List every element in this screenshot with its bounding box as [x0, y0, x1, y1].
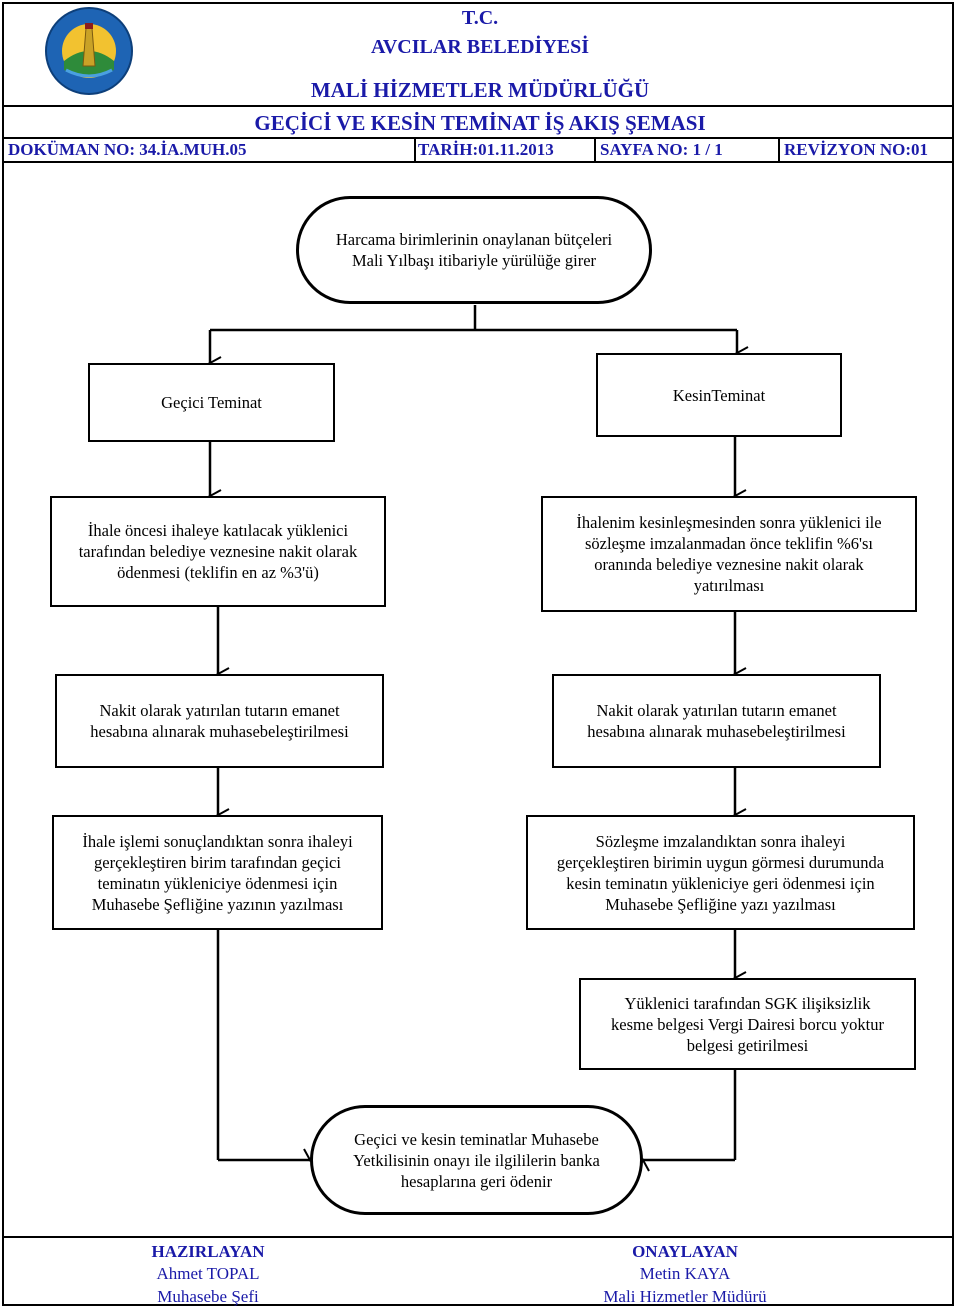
end-text: Geçici ve kesin teminatlar Muhasebe [354, 1129, 599, 1149]
right-step-2-line: Nakit olarak yatırılan tutarın emanet [596, 701, 837, 720]
approved-title: ONAYLAYAN [632, 1242, 738, 1261]
gecici-teminat-box: Geçici Teminat [88, 363, 335, 442]
right-step-1-line: oranında belediye veznesine nakit olarak [594, 555, 864, 574]
right-step-3-line: kesin teminatın yükleniciye geri ödenmes… [566, 873, 875, 893]
end-terminal: Geçici ve kesin teminatlar Muhasebe Yetk… [310, 1105, 643, 1215]
right-step-1-line: sözleşme imzalanmadan önce teklifin %6's… [585, 534, 873, 553]
footer-divider [2, 1236, 954, 1238]
municipality-logo [44, 6, 134, 96]
right-step-1-line: yatırılması [693, 576, 765, 595]
page-number: SAYFA NO: 1 / 1 [600, 140, 723, 159]
meta-divider [778, 137, 780, 163]
right-step-4: Yüklenici tarafından SGK ilişiksizlik ke… [579, 978, 916, 1070]
doc-date: TARİH:01.11.2013 [418, 140, 554, 159]
end-text: hesaplarına geri ödenir [400, 1171, 553, 1191]
end-text: Yetkilisinin onayı ile ilgililerin banka [353, 1150, 600, 1170]
right-step-4-line: kesme belgesi Vergi Dairesi borcu yoktur [611, 1014, 884, 1034]
right-step-3-line: Sözleşme imzalandıktan sonra ihaleyi [595, 831, 846, 851]
right-step-3-line: Muhasebe Şefliğine yazı yazılması [605, 894, 836, 914]
right-step-2-line: hesabına alınarak muhasebeleştirilmesi [587, 722, 846, 741]
left-step-1-line: ödenmesi (teklifin en az %3'ü) [117, 563, 319, 582]
right-step-2: Nakit olarak yatırılan tutarın emanet he… [552, 674, 881, 768]
left-step-1-line: İhale öncesi ihaleye katılacak yüklenici [87, 521, 349, 540]
right-step-3: Sözleşme imzalandıktan sonra ihaleyi ger… [526, 815, 915, 930]
doc-number: DOKÜMAN NO: 34.İA.MUH.05 [8, 140, 247, 159]
header-municipality: AVCILAR BELEDİYESİ [370, 36, 590, 58]
start-text: Harcama birimlerinin onaylanan bütçeleri [335, 230, 613, 249]
gecici-teminat-label: Geçici Teminat [161, 393, 262, 412]
right-step-3-line: gerçekleştiren birimin uygun görmesi dur… [556, 852, 885, 872]
kesin-teminat-label: KesinTeminat [672, 385, 766, 405]
left-step-3-line: İhale işlemi sonuçlandıktan sonra ihaley… [82, 831, 353, 851]
start-text: Mali Yılbaşı itibariyle yürülüğe girer [351, 251, 597, 270]
left-step-3-line: gerçekleştiren birim tarafından geçici [94, 852, 341, 872]
right-step-1: İhalenim kesinleşmesinden sonra yüklenic… [541, 496, 917, 612]
right-step-4-line: Yüklenici tarafından SGK ilişiksizlik [624, 993, 871, 1013]
left-step-3-line: Muhasebe Şefliğine yazının yazılması [91, 894, 344, 914]
left-step-1: İhale öncesi ihaleye katılacak yüklenici… [50, 496, 386, 607]
meta-top-rule [2, 137, 954, 139]
right-step-4-line: belgesi getirilmesi [686, 1035, 809, 1055]
left-step-3: İhale işlemi sonuçlandıktan sonra ihaley… [52, 815, 383, 930]
page-title: GEÇİCİ VE KESİN TEMİNAT İŞ AKIŞ ŞEMASI [254, 111, 706, 135]
prepared-role: Muhasebe Şefi [157, 1287, 259, 1306]
approved-role: Mali Hizmetler Müdürü [603, 1287, 767, 1306]
meta-bottom-rule [2, 161, 954, 163]
kesin-teminat-box: KesinTeminat [596, 353, 842, 437]
left-step-2-line: Nakit olarak yatırılan tutarın emanet [99, 701, 340, 720]
revision-number: REVİZYON NO:01 [784, 140, 929, 159]
meta-divider [594, 137, 596, 163]
right-step-1-line: İhalenim kesinleşmesinden sonra yüklenic… [576, 513, 882, 532]
header-tc: T.C. [461, 7, 499, 29]
prepared-name: Ahmet TOPAL [156, 1264, 260, 1283]
left-step-2-line: hesabına alınarak muhasebeleştirilmesi [90, 722, 349, 741]
header-directorate: MALİ HİZMETLER MÜDÜRLÜĞÜ [310, 78, 650, 102]
approved-name: Metin KAYA [639, 1264, 731, 1283]
header-divider [2, 105, 954, 107]
prepared-title: HAZIRLAYAN [151, 1242, 265, 1261]
left-step-1-line: tarafından belediye veznesine nakit olar… [78, 542, 358, 561]
left-step-3-line: teminatın yükleniciye ödenmesi için [97, 873, 338, 893]
start-terminal: Harcama birimlerinin onaylanan bütçeleri… [296, 196, 652, 304]
meta-divider [414, 137, 416, 163]
left-step-2: Nakit olarak yatırılan tutarın emanet he… [55, 674, 384, 768]
